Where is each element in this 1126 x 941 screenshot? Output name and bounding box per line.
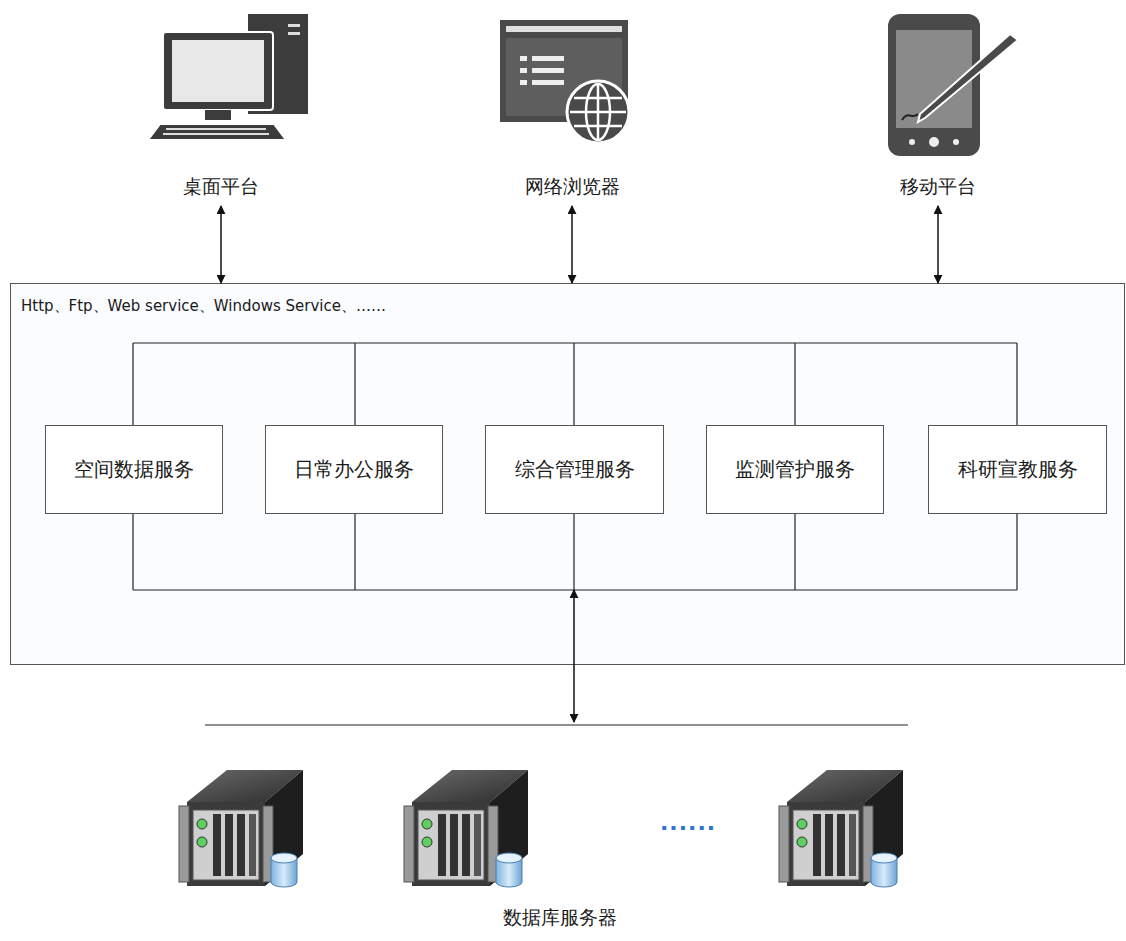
platform-label: 桌面平台 xyxy=(179,172,263,202)
node-text: 科研宣教服务 xyxy=(958,456,1078,483)
mobile-icon xyxy=(888,14,1018,156)
bus-wires xyxy=(133,343,1017,590)
node-text: 空间数据服务 xyxy=(74,456,194,483)
database-group: 数据库服务器...... xyxy=(160,722,960,937)
double-arrow xyxy=(220,206,222,283)
server-icon xyxy=(179,770,303,887)
double-arrow xyxy=(571,206,573,283)
service-box: 科研宣教服务 xyxy=(928,425,1107,514)
service-box: 日常办公服务 xyxy=(265,425,443,514)
ellipsis-label: ...... xyxy=(660,810,716,835)
desktop-icon xyxy=(148,14,308,140)
node-text: 日常办公服务 xyxy=(294,456,414,483)
server-icon xyxy=(404,770,528,887)
platform-label: 移动平台 xyxy=(896,172,980,202)
network-line xyxy=(205,724,908,725)
server-icon xyxy=(779,770,903,887)
service-box: 监测管护服务 xyxy=(706,425,884,514)
double-arrow xyxy=(573,590,575,722)
double-arrow xyxy=(937,206,939,283)
node-text: 监测管护服务 xyxy=(735,456,855,483)
node-text: 网络浏览器 xyxy=(525,175,620,197)
node-text: Http、Ftp、Web service、Windows Service、…… xyxy=(21,297,386,316)
node-text: 数据库服务器 xyxy=(160,905,960,931)
service-box: 综合管理服务 xyxy=(485,425,664,514)
node-text: 桌面平台 xyxy=(183,175,259,197)
platform-label: 网络浏览器 xyxy=(521,172,624,202)
service-layer-box: Http、Ftp、Web service、Windows Service、…… 空… xyxy=(10,283,1125,665)
node-text: 综合管理服务 xyxy=(515,456,635,483)
browser-icon xyxy=(500,20,629,143)
service-box: 空间数据服务 xyxy=(45,425,223,514)
node-text: 移动平台 xyxy=(900,175,976,197)
